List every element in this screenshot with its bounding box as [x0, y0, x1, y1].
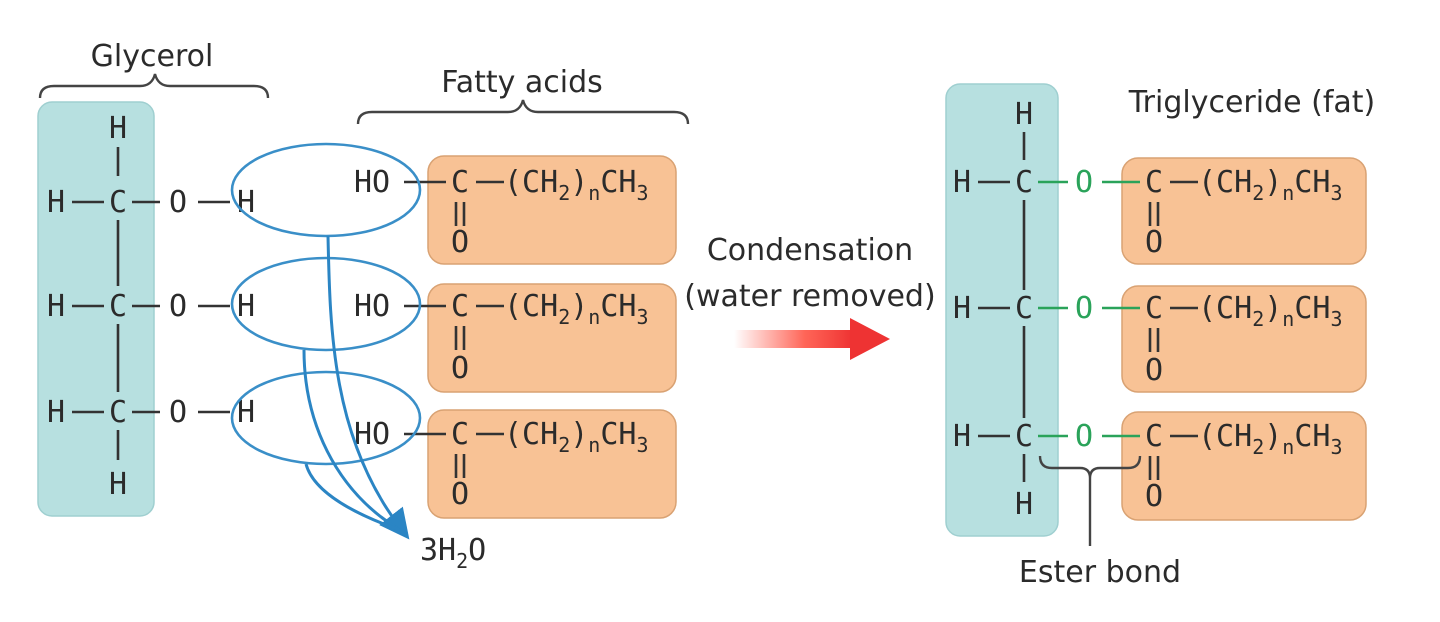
water-ellipses: [230, 142, 422, 466]
triglyceride-fa-box-1: [1121, 157, 1367, 265]
fatty-acids-brace: [356, 99, 690, 125]
svg-text:C: C: [1015, 165, 1033, 200]
glycerol-label: Glycerol: [91, 39, 214, 74]
svg-text:O: O: [169, 395, 187, 430]
svg-text:HO: HO: [354, 417, 390, 452]
svg-text:O: O: [1075, 165, 1093, 200]
fatty-acid-3: HO C (CH2)nCH3 O: [354, 417, 649, 512]
water-ellipse-2: [230, 256, 422, 352]
water-removed-label: (water removed): [684, 279, 935, 314]
fatty-acid-box-2: [427, 283, 677, 393]
svg-text:HO: HO: [354, 165, 390, 200]
fatty-acids-label: Fatty acids: [441, 65, 603, 100]
svg-text:C: C: [109, 395, 127, 430]
svg-text:(CH2)nCH3: (CH2)nCH3: [504, 417, 649, 457]
svg-text:H: H: [953, 165, 971, 200]
fatty-acid-2: HO C (CH2)nCH3 O: [354, 289, 649, 386]
triglyceride-fa-boxes: [1121, 157, 1367, 521]
triglyceride-fa-box-3: [1121, 411, 1367, 521]
svg-text:O: O: [169, 289, 187, 324]
svg-text:O: O: [1145, 353, 1163, 388]
svg-text:C: C: [451, 289, 469, 324]
svg-text:(CH2)nCH3: (CH2)nCH3: [504, 289, 649, 329]
glycerol-top-h: H: [109, 111, 127, 146]
condensation-arrow: [734, 318, 890, 360]
svg-text:O: O: [169, 185, 187, 220]
svg-text:(CH2)nCH3: (CH2)nCH3: [1198, 165, 1343, 205]
svg-text:(CH2)nCH3: (CH2)nCH3: [1198, 419, 1343, 459]
svg-text:C: C: [451, 165, 469, 200]
svg-text:O: O: [451, 351, 469, 386]
ester-bond-label: Ester bond: [1019, 555, 1181, 590]
svg-text:O: O: [451, 477, 469, 512]
svg-text:(CH2)nCH3: (CH2)nCH3: [1198, 291, 1343, 331]
svg-text:H: H: [109, 467, 127, 502]
svg-text:H: H: [47, 185, 65, 220]
svg-text:O: O: [1075, 291, 1093, 326]
fatty-acid-box-3: [427, 409, 677, 519]
svg-text:H: H: [237, 289, 255, 324]
triglyceride-backbone-box: [945, 83, 1059, 537]
triglyceride-fa-box-2: [1121, 285, 1367, 393]
svg-text:O: O: [451, 225, 469, 260]
svg-text:(CH2)nCH3: (CH2)nCH3: [504, 165, 649, 205]
svg-text:H: H: [237, 395, 255, 430]
water-ellipse-1: [230, 142, 422, 238]
svg-text:C: C: [1145, 419, 1163, 454]
fatty-acid-1: HO C (CH2)nCH3 O: [354, 165, 649, 260]
glycerol-molecule: H H C O H H C O H H C O H H: [47, 111, 255, 502]
svg-text:C: C: [1015, 291, 1033, 326]
svg-text:H: H: [1015, 487, 1033, 522]
triglyceride-label: Triglyceride (fat): [1128, 85, 1376, 120]
svg-text:H: H: [47, 289, 65, 324]
water-ellipse-3: [230, 370, 422, 466]
svg-text:H: H: [47, 395, 65, 430]
svg-text:C: C: [109, 289, 127, 324]
svg-text:H: H: [953, 419, 971, 454]
svg-text:O: O: [1145, 479, 1163, 514]
svg-text:C: C: [1145, 165, 1163, 200]
svg-text:O: O: [1075, 419, 1093, 454]
glycerol-backbone-box: [37, 101, 155, 517]
water-product-label: 3H2O: [420, 533, 486, 573]
glycerol-brace: [38, 73, 270, 99]
svg-text:C: C: [451, 417, 469, 452]
svg-text:H: H: [1015, 97, 1033, 132]
fatty-acid-boxes: [427, 155, 677, 519]
water-arrows: [302, 235, 410, 540]
triglyceride-molecule: H H C O C (CH2)nCH3 O H C O C (CH2)nCH3 …: [953, 97, 1343, 522]
condensation-label: Condensation: [707, 233, 913, 268]
svg-text:H: H: [953, 291, 971, 326]
svg-text:C: C: [1145, 291, 1163, 326]
svg-text:C: C: [109, 185, 127, 220]
svg-text:HO: HO: [354, 289, 390, 324]
svg-text:O: O: [1145, 225, 1163, 260]
svg-text:C: C: [1015, 419, 1033, 454]
